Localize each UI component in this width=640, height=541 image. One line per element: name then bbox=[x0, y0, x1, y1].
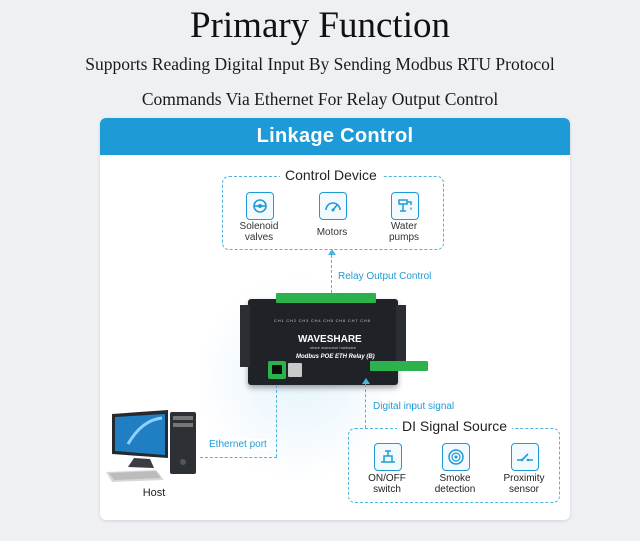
relay-output-arrow bbox=[328, 249, 336, 255]
relay-output-line bbox=[331, 255, 332, 293]
motor-label: Motors bbox=[316, 227, 348, 238]
ethernet-port-label: Ethernet port bbox=[206, 439, 270, 450]
subtitle-line-1: Supports Reading Digital Input By Sendin… bbox=[85, 54, 555, 74]
smoke-detector-icon bbox=[442, 443, 470, 471]
module-brand-sub: share awesome hardware bbox=[310, 345, 357, 350]
host-computer-icon bbox=[106, 410, 196, 482]
host-label: Host bbox=[142, 487, 166, 499]
on-off-switch-icon bbox=[374, 443, 402, 471]
subtitle-line-2: Commands Via Ethernet For Relay Output C… bbox=[141, 89, 499, 109]
control-device-title: Control Device bbox=[280, 167, 382, 183]
module-model: Modbus POE ETH Relay (B) bbox=[296, 354, 375, 360]
rj45-port bbox=[268, 361, 286, 379]
solenoid-valve-icon bbox=[246, 192, 274, 220]
di-signal-source-title: DI Signal Source bbox=[397, 418, 513, 434]
channel-labels: CH1 CH2 CH3 CH4 CH5 CH6 CH7 CH8 bbox=[274, 318, 371, 323]
power-connector bbox=[288, 363, 302, 377]
motor-icon bbox=[319, 192, 347, 220]
digital-input-line bbox=[365, 384, 366, 428]
ethernet-line-horizontal bbox=[200, 457, 277, 458]
module-brand: WAVESHARE bbox=[298, 334, 362, 345]
diagram-title: Linkage Control bbox=[100, 118, 570, 155]
relay-terminal-strip bbox=[276, 293, 376, 303]
digital-input-arrow bbox=[362, 378, 370, 384]
page-title: Primary Function bbox=[189, 5, 450, 46]
digital-input-label: Digital input signal bbox=[370, 401, 458, 412]
relay-output-label: Relay Output Control bbox=[335, 271, 435, 282]
water-pump-icon bbox=[391, 192, 419, 220]
input-terminal-strip bbox=[370, 361, 428, 371]
ethernet-line-vertical bbox=[276, 385, 277, 457]
relay-module: CH1 CH2 CH3 CH4 CH5 CH6 CH7 CH8 WAVESHAR… bbox=[240, 293, 428, 385]
proximity-sensor-icon bbox=[511, 443, 539, 471]
